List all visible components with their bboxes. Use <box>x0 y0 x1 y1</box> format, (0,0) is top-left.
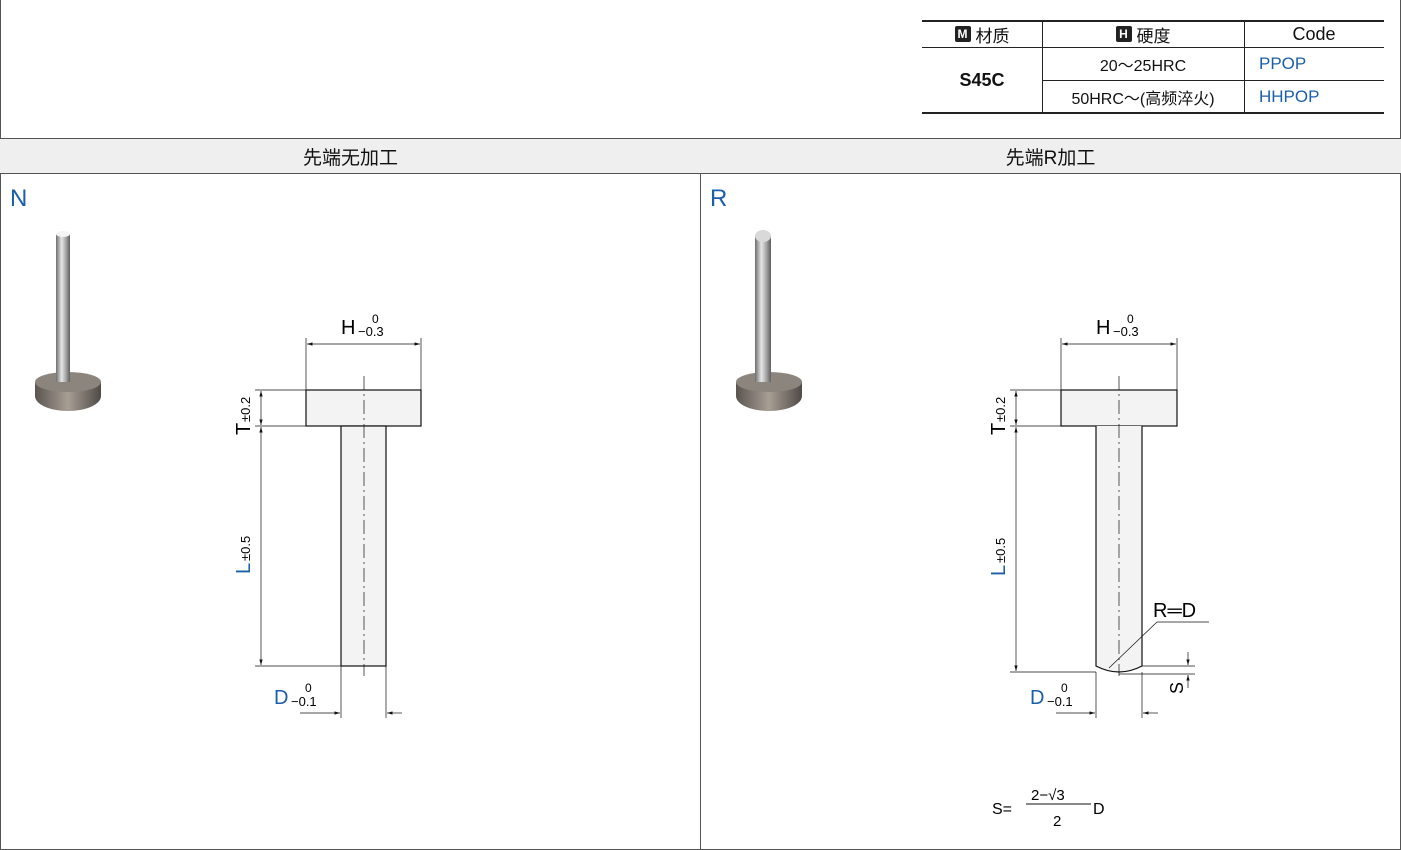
formula-numerator: 2−√3 <box>1031 787 1065 804</box>
dim-l-tol-n: ±0.5 <box>238 536 253 561</box>
dim-s-label: S <box>1167 682 1187 694</box>
dim-t-label-n: T <box>233 423 255 435</box>
hardness-badge-icon: H <box>1115 26 1132 42</box>
product-photo-r <box>736 230 802 411</box>
dim-d-label-r: D <box>1030 687 1044 709</box>
dim-t-tol-r: ±0.2 <box>993 397 1008 422</box>
dim-d-upper-r: 0 <box>1061 681 1068 695</box>
head-outline-n <box>305 389 422 427</box>
hardness-row-1: 20～25HRC <box>1099 58 1187 75</box>
hardness-header: H 硬度 <box>1042 21 1244 47</box>
material-header-label: 材质 <box>975 26 1010 46</box>
dim-t-tol-n: ±0.2 <box>238 397 253 422</box>
dim-h-upper-n: 0 <box>372 312 379 326</box>
code-header: Code <box>1292 23 1336 44</box>
hardness-row-2: 50HRC～(高频淬火) <box>1071 90 1215 108</box>
code-row-2[interactable]: HHPOP <box>1259 86 1320 106</box>
dim-h-label-n: H <box>341 317 355 339</box>
dim-l-label-r: L <box>988 565 1010 576</box>
dim-t-label-r: T <box>988 423 1010 435</box>
dim-h-label-r: H <box>1096 317 1110 339</box>
dim-d-lower-r: −0.1 <box>1047 694 1073 709</box>
dim-d-upper-n: 0 <box>305 681 312 695</box>
dim-h-lower-n: −0.3 <box>358 324 384 339</box>
formula-denominator: 2 <box>1053 813 1061 830</box>
dim-d-label-n: D <box>274 687 288 709</box>
dim-d-lower-n: −0.1 <box>291 694 317 709</box>
material-header: M 材质 <box>922 21 1042 47</box>
center-divider <box>700 138 701 850</box>
dim-r-eq-label: R═D <box>1153 600 1196 622</box>
dim-l-label-n: L <box>233 563 255 574</box>
shank-outline-n <box>340 425 387 667</box>
dim-h-upper-r: 0 <box>1127 312 1134 326</box>
diagram-r: H 0 −0.3 T ±0.2 L ±0.5 R═D S D 0 −0.1 S=… <box>736 230 1209 830</box>
dim-h-lower-r: −0.3 <box>1113 324 1139 339</box>
type-letter-n: N <box>10 185 28 212</box>
product-photo-n <box>35 231 101 411</box>
type-letter-r: R <box>710 185 728 212</box>
spec-table: M 材质 H 硬度 Code S45C 20～25HRC PPOP 50HRC～… <box>922 20 1384 114</box>
material-value: S45C <box>959 69 1005 90</box>
formula-rhs: D <box>1093 801 1105 818</box>
hardness-header-label: 硬度 <box>1136 26 1171 46</box>
dim-l-tol-r: ±0.5 <box>993 538 1008 563</box>
code-row-1[interactable]: PPOP <box>1259 54 1307 73</box>
formula-lhs: S= <box>992 801 1012 818</box>
material-badge-icon: M <box>954 26 971 42</box>
section-header-left: 先端无加工 <box>0 138 701 174</box>
diagram-n: H 0 −0.3 T ±0.2 L ±0.5 D 0 −0.1 <box>35 231 422 718</box>
section-header-right: 先端R加工 <box>700 138 1401 174</box>
